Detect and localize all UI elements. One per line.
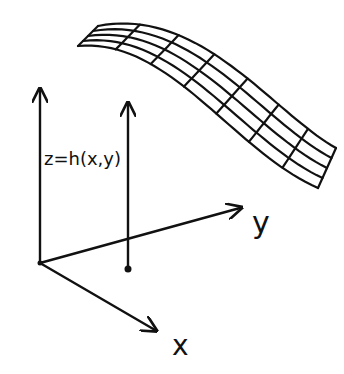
grid-line [151, 35, 179, 64]
grid-line [98, 24, 336, 149]
grid-line [184, 54, 214, 86]
axis-label: x [172, 332, 189, 360]
y-axis [40, 208, 240, 263]
base-point [125, 266, 132, 273]
grid-line [93, 29, 332, 158]
grid-line [216, 79, 247, 114]
height-label: z=h(x,y) [44, 150, 121, 168]
height-arrow [127, 104, 129, 268]
grid-line [249, 105, 279, 142]
grid-line [283, 129, 309, 168]
origin-point [38, 261, 43, 266]
axis-label: y [252, 208, 270, 238]
grid-line [88, 35, 327, 168]
x-axis [40, 263, 155, 330]
grid-line [318, 148, 336, 188]
grid-line [78, 26, 98, 46]
grid-line [116, 25, 140, 50]
z-axis [39, 90, 41, 263]
